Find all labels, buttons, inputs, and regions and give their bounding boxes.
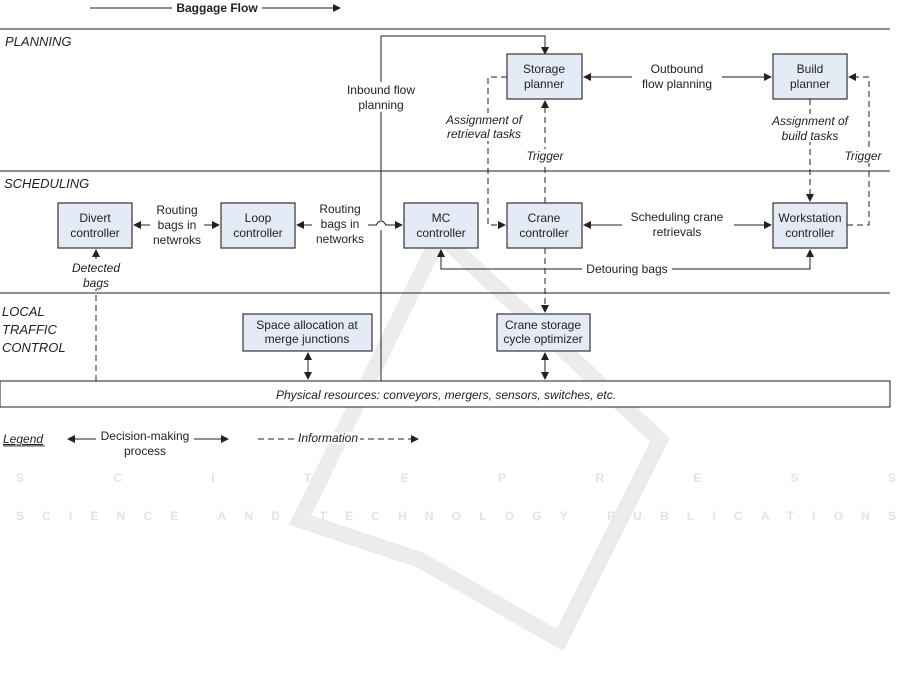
workstation-controller-box: Workstation controller	[772, 202, 848, 249]
trigger-left-label: Trigger	[526, 149, 564, 163]
divert-controller-box: Divert controller	[57, 202, 133, 249]
box-label: Crane	[528, 211, 561, 225]
space-allocation-box: Space allocation at merge junctions	[242, 313, 373, 352]
assign-build-label-2: build tasks	[782, 129, 839, 143]
box-label: Divert	[79, 211, 111, 225]
legend-title: Legend	[3, 432, 43, 446]
box-label: controller	[70, 226, 119, 240]
routing2-label-3: networks	[316, 232, 364, 246]
legend-decision-label-1: Decision-making	[101, 429, 190, 443]
level-planning: PLANNING	[5, 34, 71, 49]
build-planner-box: Build planner	[772, 53, 848, 100]
box-label: cycle optimizer	[503, 332, 582, 346]
box-label: Space allocation at	[256, 318, 358, 332]
routing2-label-1: Routing	[319, 202, 360, 216]
baggage-flow-label: Baggage Flow	[176, 1, 258, 15]
assign-retrieval-label-2: retrieval tasks	[447, 127, 521, 141]
routing1-label-2: bags in	[158, 218, 197, 232]
box-label: controller	[785, 226, 834, 240]
box-label: MC	[432, 211, 451, 225]
legend: Legend Decision-making process Informati…	[3, 429, 419, 458]
inbound-label-2: planning	[358, 98, 403, 112]
routing1-label-3: netwroks	[153, 233, 201, 247]
assign-retrieval-label-1: Assignment of	[445, 113, 524, 127]
scheduling-crane-label-1: Scheduling crane	[631, 210, 724, 224]
box-label: merge junctions	[265, 332, 350, 346]
box-label: Loop	[245, 211, 272, 225]
scheduling-crane-label-2: retrievals	[653, 225, 702, 239]
inbound-flow-arrow	[380, 35, 549, 381]
watermark-main: SCITEPRESS	[16, 471, 896, 485]
level-local-2: TRAFFIC	[2, 322, 57, 337]
storage-planner-box: Storage planner	[506, 53, 583, 100]
physical-resources-box: Physical resources: conveyors, mergers, …	[0, 380, 891, 408]
box-label: controller	[233, 226, 282, 240]
level-scheduling: SCHEDULING	[4, 176, 89, 191]
outbound-label-1: Outbound	[651, 62, 704, 76]
box-label: Crane storage	[505, 318, 581, 332]
box-label: controller	[519, 226, 568, 240]
line-hop	[375, 220, 387, 226]
level-local-3: CONTROL	[2, 340, 66, 355]
box-label: planner	[524, 77, 564, 91]
physical-resources-label: Physical resources: conveyors, mergers, …	[276, 388, 616, 402]
box-label: controller	[416, 226, 465, 240]
mc-controller-box: MC controller	[403, 202, 479, 249]
assign-build-label-1: Assignment of	[771, 114, 850, 128]
box-label: Workstation	[778, 211, 841, 225]
outbound-label-2: flow planning	[642, 77, 712, 91]
level-local-1: LOCAL	[2, 304, 45, 319]
trigger-right-label: Trigger	[844, 149, 882, 163]
box-label: Build	[797, 62, 824, 76]
crane-controller-box: Crane controller	[506, 202, 583, 249]
legend-information-label: Information	[298, 431, 358, 445]
loop-controller-box: Loop controller	[220, 202, 296, 249]
routing2-label-2: bags in	[321, 217, 360, 231]
crane-optimizer-box: Crane storage cycle optimizer	[496, 313, 591, 352]
box-label: planner	[790, 77, 830, 91]
detouring-label: Detouring bags	[586, 262, 667, 276]
retrieval-assignment-arrow	[487, 76, 507, 229]
watermark-sub: SCIENCE AND TECHNOLOGY PUBLICATIONS	[16, 509, 896, 523]
box-label: Storage	[523, 62, 565, 76]
detected-label-1: Detected	[72, 261, 120, 275]
routing1-label-1: Routing	[156, 203, 197, 217]
detected-label-2: bags	[83, 276, 109, 290]
inbound-label-1: Inbound flow	[347, 83, 415, 97]
legend-decision-label-2: process	[124, 444, 166, 458]
